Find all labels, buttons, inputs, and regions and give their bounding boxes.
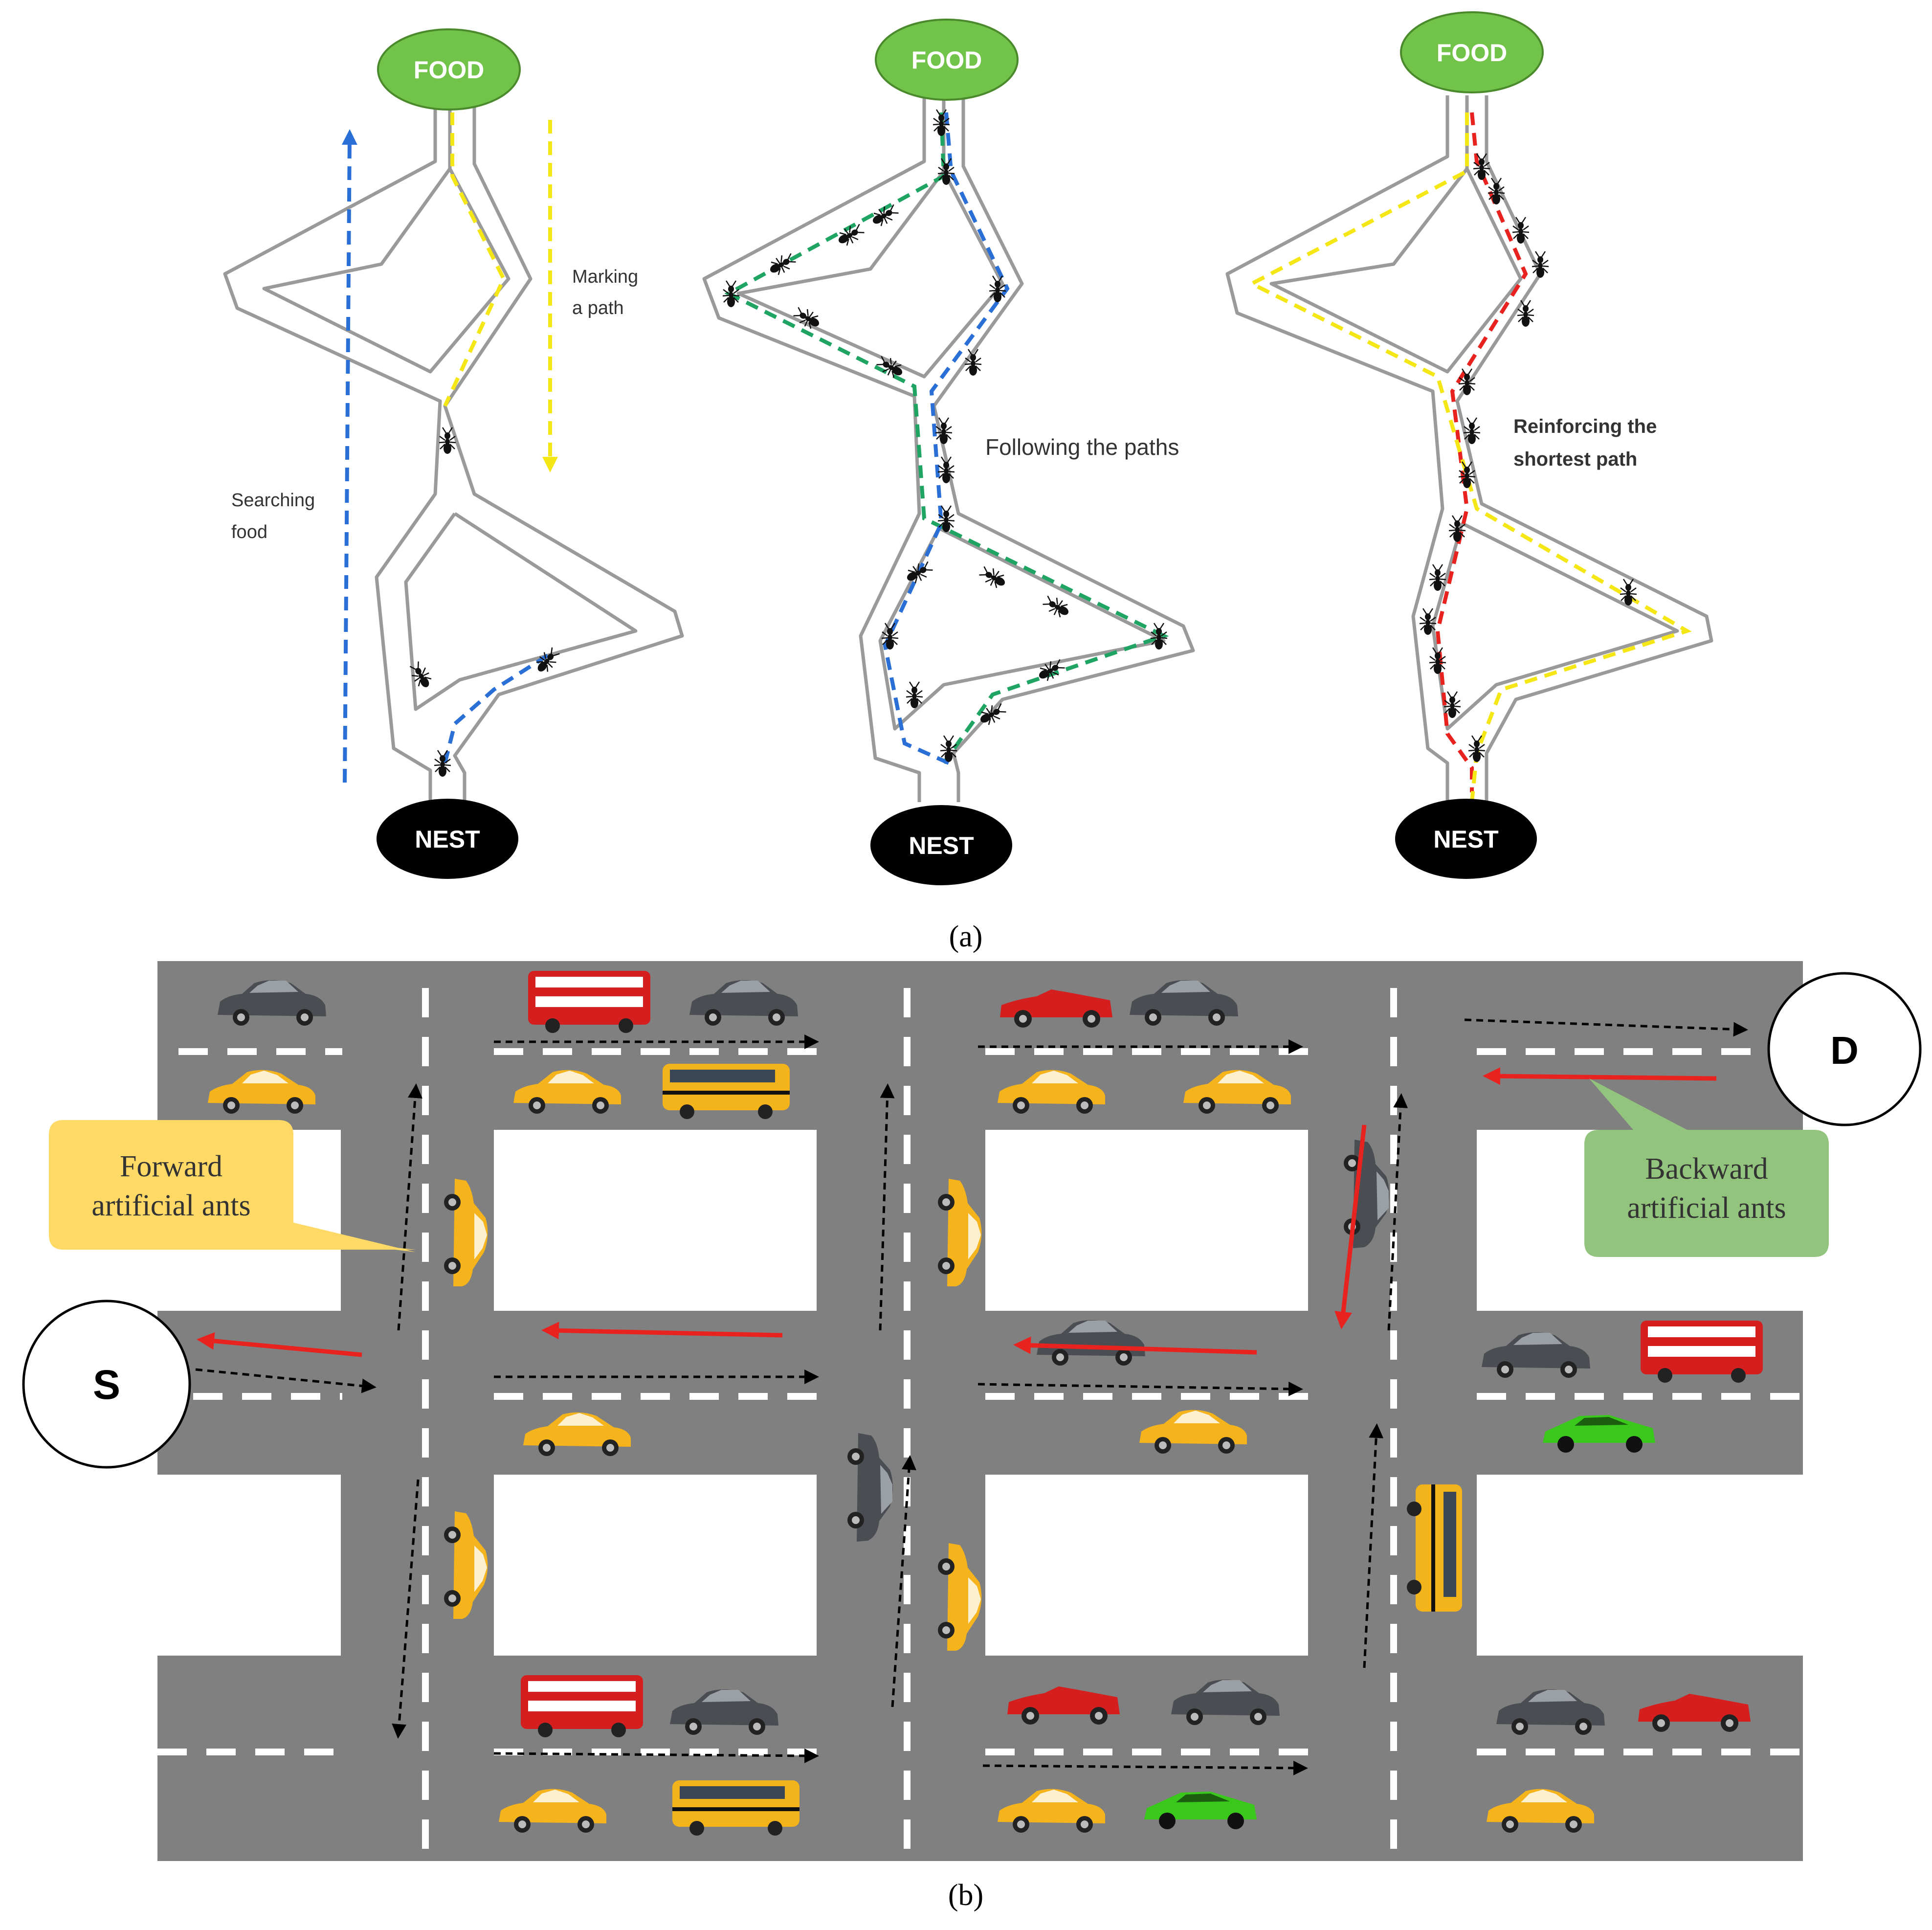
destination-node (1767, 972, 1922, 1126)
food-label-3: FOOD (1437, 39, 1507, 67)
follow-path-green (724, 112, 1169, 764)
backward-label-line1: Backward (1645, 1152, 1768, 1186)
maze-1 (223, 105, 684, 802)
nest-label-1: NEST (415, 826, 480, 853)
food-node-3 (1400, 11, 1544, 93)
nest-label-3: NEST (1433, 826, 1498, 853)
nest-node-3 (1395, 799, 1537, 879)
panel-a: FOOD FOOD FOOD NEST NEST NEST Searching … (223, 11, 1713, 953)
nest-label-2: NEST (909, 832, 974, 859)
forward-callout (49, 1120, 416, 1252)
caption-b: (b) (948, 1879, 983, 1912)
backward-callout (1584, 1078, 1829, 1257)
search-arrow (341, 129, 357, 783)
follow-path-blue (883, 112, 1010, 765)
backward-ant-arrows (197, 1067, 1717, 1357)
food-node-2 (875, 19, 1019, 101)
mark-path-1 (443, 112, 506, 407)
reinforcing-label-line1: Reinforcing the (1513, 416, 1657, 437)
forward-label-line1: Forward (120, 1150, 222, 1183)
reinforcing-label-line2: shortest path (1513, 449, 1637, 470)
food-node-1 (377, 28, 521, 111)
caption-a: (a) (949, 920, 983, 953)
old-path-yellow (1247, 112, 1692, 803)
backward-label-line2: artificial ants (1627, 1191, 1786, 1225)
search-path-1 (443, 653, 549, 763)
destination-label: D (1830, 1029, 1859, 1072)
maze-3 (1225, 95, 1713, 802)
source-node (22, 1300, 191, 1469)
following-label: Following the paths (985, 434, 1179, 460)
marking-label-line1: Marking (572, 267, 638, 287)
source-label: S (93, 1362, 120, 1408)
food-label-1: FOOD (414, 56, 484, 84)
lane-markings (157, 988, 1803, 1854)
nest-node-1 (377, 799, 518, 879)
searching-label-line1: Searching (231, 490, 315, 511)
panel-b: S D Forward artificial ants Backward art… (22, 961, 1922, 1912)
forward-label-line2: artificial ants (91, 1189, 250, 1222)
marking-label-line2: a path (572, 298, 624, 318)
nest-node-2 (870, 805, 1012, 885)
forward-ant-arrows (195, 1018, 1748, 1775)
searching-label-line2: food (231, 522, 267, 542)
road-grid (157, 961, 1803, 1861)
food-label-2: FOOD (911, 46, 982, 74)
